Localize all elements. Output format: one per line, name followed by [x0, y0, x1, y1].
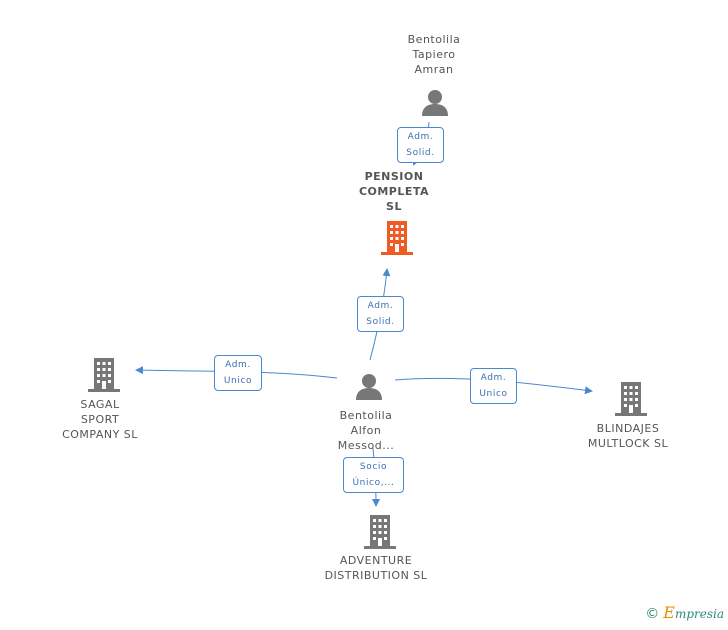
edge-label-line: Unico [479, 389, 508, 399]
person-icon[interactable] [356, 374, 382, 400]
edge-label-line: Socio [359, 462, 388, 472]
brand-logo-text: mpresia [674, 607, 724, 621]
label-line: SL [386, 200, 402, 213]
edge-label-line: Solid. [406, 148, 435, 158]
edge-label-line: Único,... [352, 478, 395, 488]
label-line: COMPANY SL [62, 428, 138, 441]
building-icon[interactable] [381, 221, 413, 255]
edge-label-alfon-to-pension[interactable]: Adm. Solid. [357, 296, 404, 332]
node-label-sagal-sport[interactable]: SAGAL SPORT COMPANY SL [40, 397, 160, 442]
label-line: Amran [414, 63, 454, 76]
copyright-icon: © [645, 606, 660, 622]
node-label-bentolila-tapiero[interactable]: Bentolila Tapiero Amran [384, 32, 484, 77]
building-icon[interactable] [88, 358, 120, 392]
label-line: Alfon [350, 424, 382, 437]
label-line: PENSION [364, 170, 424, 183]
label-line: Bentolila [339, 409, 393, 422]
label-line: COMPLETA [358, 185, 430, 198]
edge-label-line: Adm. [225, 360, 251, 370]
label-line: Tapiero [412, 48, 456, 61]
label-line: Messod... [337, 439, 395, 452]
label-line: Bentolila [407, 33, 461, 46]
edge-label-alfon-to-sagal[interactable]: Adm. Unico [214, 355, 262, 391]
label-line: BLINDAJES [596, 422, 660, 435]
person-icon[interactable] [422, 90, 448, 116]
label-line: MULTLOCK SL [587, 437, 669, 450]
node-label-bentolila-alfon[interactable]: Bentolila Alfon Messod... [316, 408, 416, 453]
node-label-adventure[interactable]: ADVENTURE DISTRIBUTION SL [316, 553, 436, 583]
edge-label-line: Adm. [407, 132, 434, 142]
edge-label-line: Adm. [480, 373, 507, 383]
brand-logo-initial: E [663, 603, 675, 622]
brand-footer[interactable]: ©Empresia [645, 603, 724, 622]
edge-label-line: Unico [223, 376, 253, 386]
edge-label-line: Adm. [367, 301, 394, 311]
label-line: DISTRIBUTION SL [324, 569, 428, 582]
building-icon[interactable] [364, 515, 396, 549]
node-label-blindajes[interactable]: BLINDAJES MULTLOCK SL [572, 421, 684, 451]
label-line: ADVENTURE [339, 554, 413, 567]
building-icon[interactable] [615, 382, 647, 416]
edge-label-alfon-to-adventure[interactable]: Socio Único,... [343, 457, 404, 493]
edge-label-alfon-to-blindajes[interactable]: Adm. Unico [470, 368, 517, 404]
label-line: SPORT [80, 413, 120, 426]
label-line: SAGAL [80, 398, 120, 411]
edge-label-tapiero-to-pension[interactable]: Adm. Solid. [397, 127, 444, 163]
edge-label-line: Solid. [366, 317, 395, 327]
node-label-pension-completa[interactable]: PENSION COMPLETA SL [344, 169, 444, 214]
